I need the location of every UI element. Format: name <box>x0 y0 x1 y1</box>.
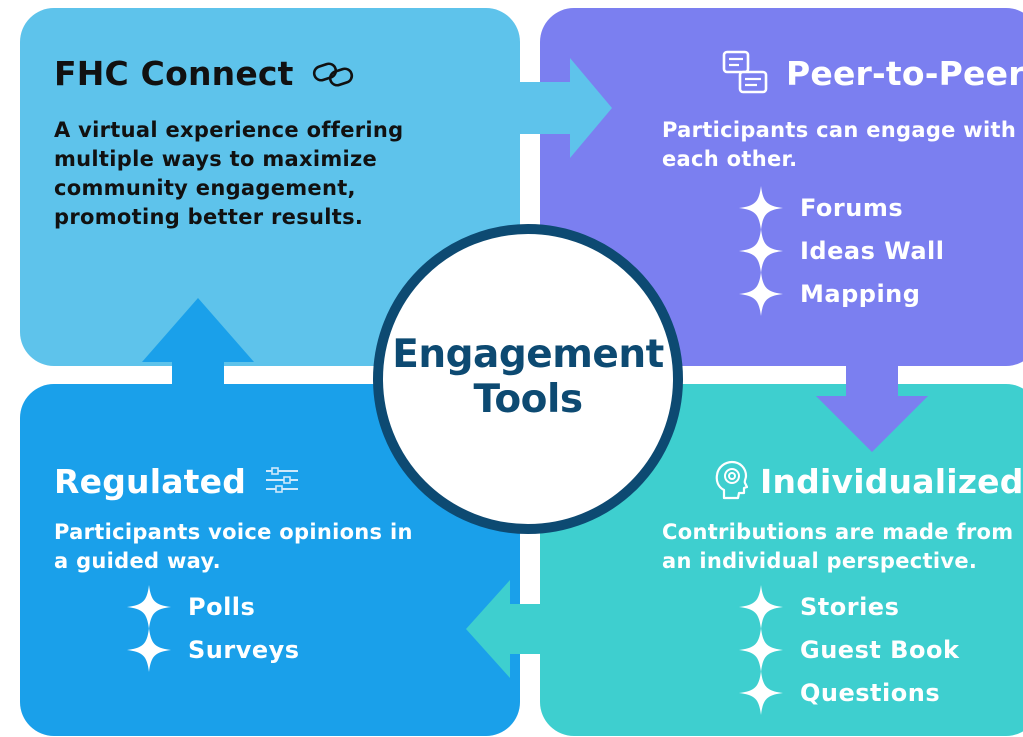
arrow-right <box>500 58 612 158</box>
fhc-connect-title: FHC Connect <box>54 54 359 93</box>
arrow-up <box>142 298 254 392</box>
chat-bubbles-icon <box>722 50 768 94</box>
peer-to-peer-title: Peer-to-Peer <box>786 54 1023 93</box>
center-title-line-2: Tools <box>473 377 583 422</box>
regulated-list: Polls Surveys <box>126 584 300 672</box>
sliders-icon <box>265 467 298 493</box>
list-item: Mapping <box>738 271 945 316</box>
regulated-title: Regulated <box>54 462 300 501</box>
list-item: Forums <box>738 185 945 230</box>
head-target-icon <box>715 460 748 500</box>
center-circle <box>373 224 683 534</box>
arrow-down <box>816 340 928 452</box>
individualized-description: Contributions are made from an individua… <box>662 520 1014 573</box>
list-item: Stories <box>738 584 959 629</box>
individualized-title: Individualized <box>760 462 1023 501</box>
sparkle-icon <box>739 185 783 230</box>
fhc-connect-description: A virtual experience offering multiple w… <box>54 118 404 229</box>
list-item: Questions <box>738 670 959 715</box>
sparkle-icon <box>127 584 171 629</box>
center-title: Engagement Tools <box>373 332 683 422</box>
sparkle-icon <box>739 627 783 672</box>
sparkle-icon <box>739 228 783 273</box>
individualized-list: Stories Guest Book Questions <box>738 584 959 715</box>
list-item: Guest Book <box>738 627 959 672</box>
sparkle-icon <box>127 627 171 672</box>
arrow-left <box>466 580 560 678</box>
sparkle-icon <box>739 670 783 715</box>
peer-to-peer-list: Forums Ideas Wall Mapping <box>738 185 945 316</box>
list-item: Polls <box>126 584 300 629</box>
sparkle-icon <box>739 271 783 316</box>
list-item: Ideas Wall <box>738 228 945 273</box>
regulated-description: Participants voice opinions in a guided … <box>54 520 413 573</box>
peer-to-peer-description: Participants can engage with each other. <box>662 118 1017 171</box>
link-icon <box>313 62 354 87</box>
center-title-line-1: Engagement <box>392 332 664 377</box>
list-item: Surveys <box>126 627 300 672</box>
sparkle-icon <box>739 584 783 629</box>
